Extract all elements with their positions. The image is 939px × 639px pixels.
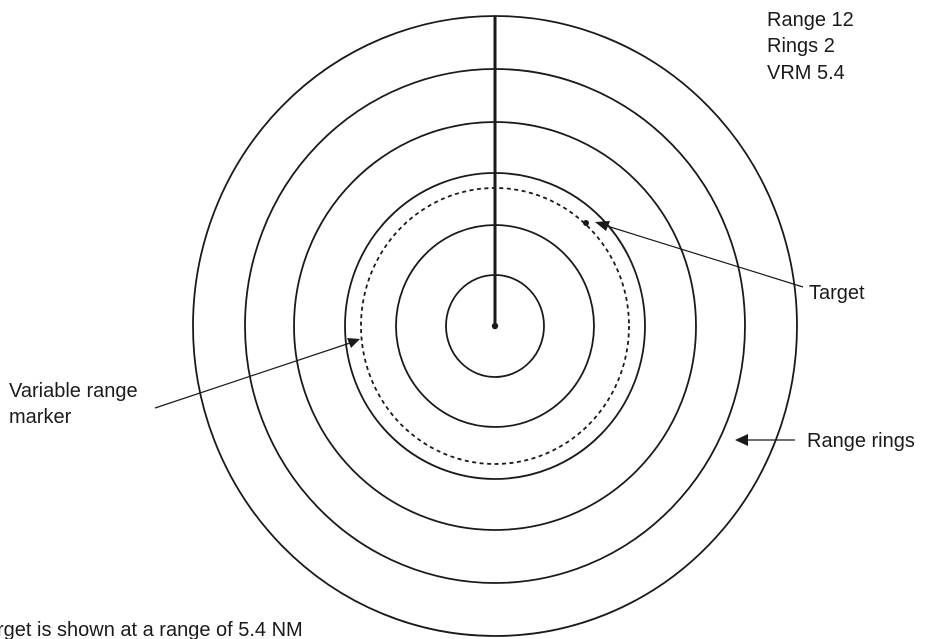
target-arrowhead bbox=[595, 221, 610, 231]
range-rings-label: Range rings bbox=[807, 430, 915, 452]
own-ship-dot bbox=[491, 322, 499, 330]
vrm-readout: VRM 5.4 bbox=[767, 62, 845, 84]
vrm-arrowhead bbox=[347, 338, 360, 348]
rings-readout: Rings 2 bbox=[767, 35, 835, 57]
vrm-label-line2: marker bbox=[9, 406, 72, 428]
caption: rget is shown at a range of 5.4 NM bbox=[0, 619, 303, 639]
target-label: Target bbox=[809, 282, 865, 304]
target-leader-line bbox=[606, 225, 804, 288]
range-rings-arrowhead bbox=[735, 434, 748, 446]
vrm-label-line1: Variable range bbox=[9, 380, 138, 402]
range-readout: Range 12 bbox=[767, 9, 854, 31]
target-blip bbox=[583, 220, 589, 226]
vrm-leader-line bbox=[154, 342, 351, 409]
